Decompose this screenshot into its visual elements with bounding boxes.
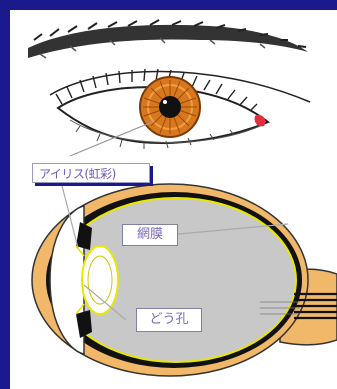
pupil-dot	[159, 96, 181, 118]
eye-diagram	[10, 10, 337, 389]
eyebrow-drawing	[28, 20, 308, 58]
iris-label: アイリス(虹彩)	[32, 163, 150, 183]
iris-drawing	[140, 77, 200, 137]
diagram-panel: アイリス(虹彩) 網膜 どう孔	[10, 10, 337, 389]
retina-label: 網膜	[122, 224, 178, 246]
eye-cross-section	[32, 184, 337, 376]
pupil-label: どう孔	[136, 308, 202, 332]
